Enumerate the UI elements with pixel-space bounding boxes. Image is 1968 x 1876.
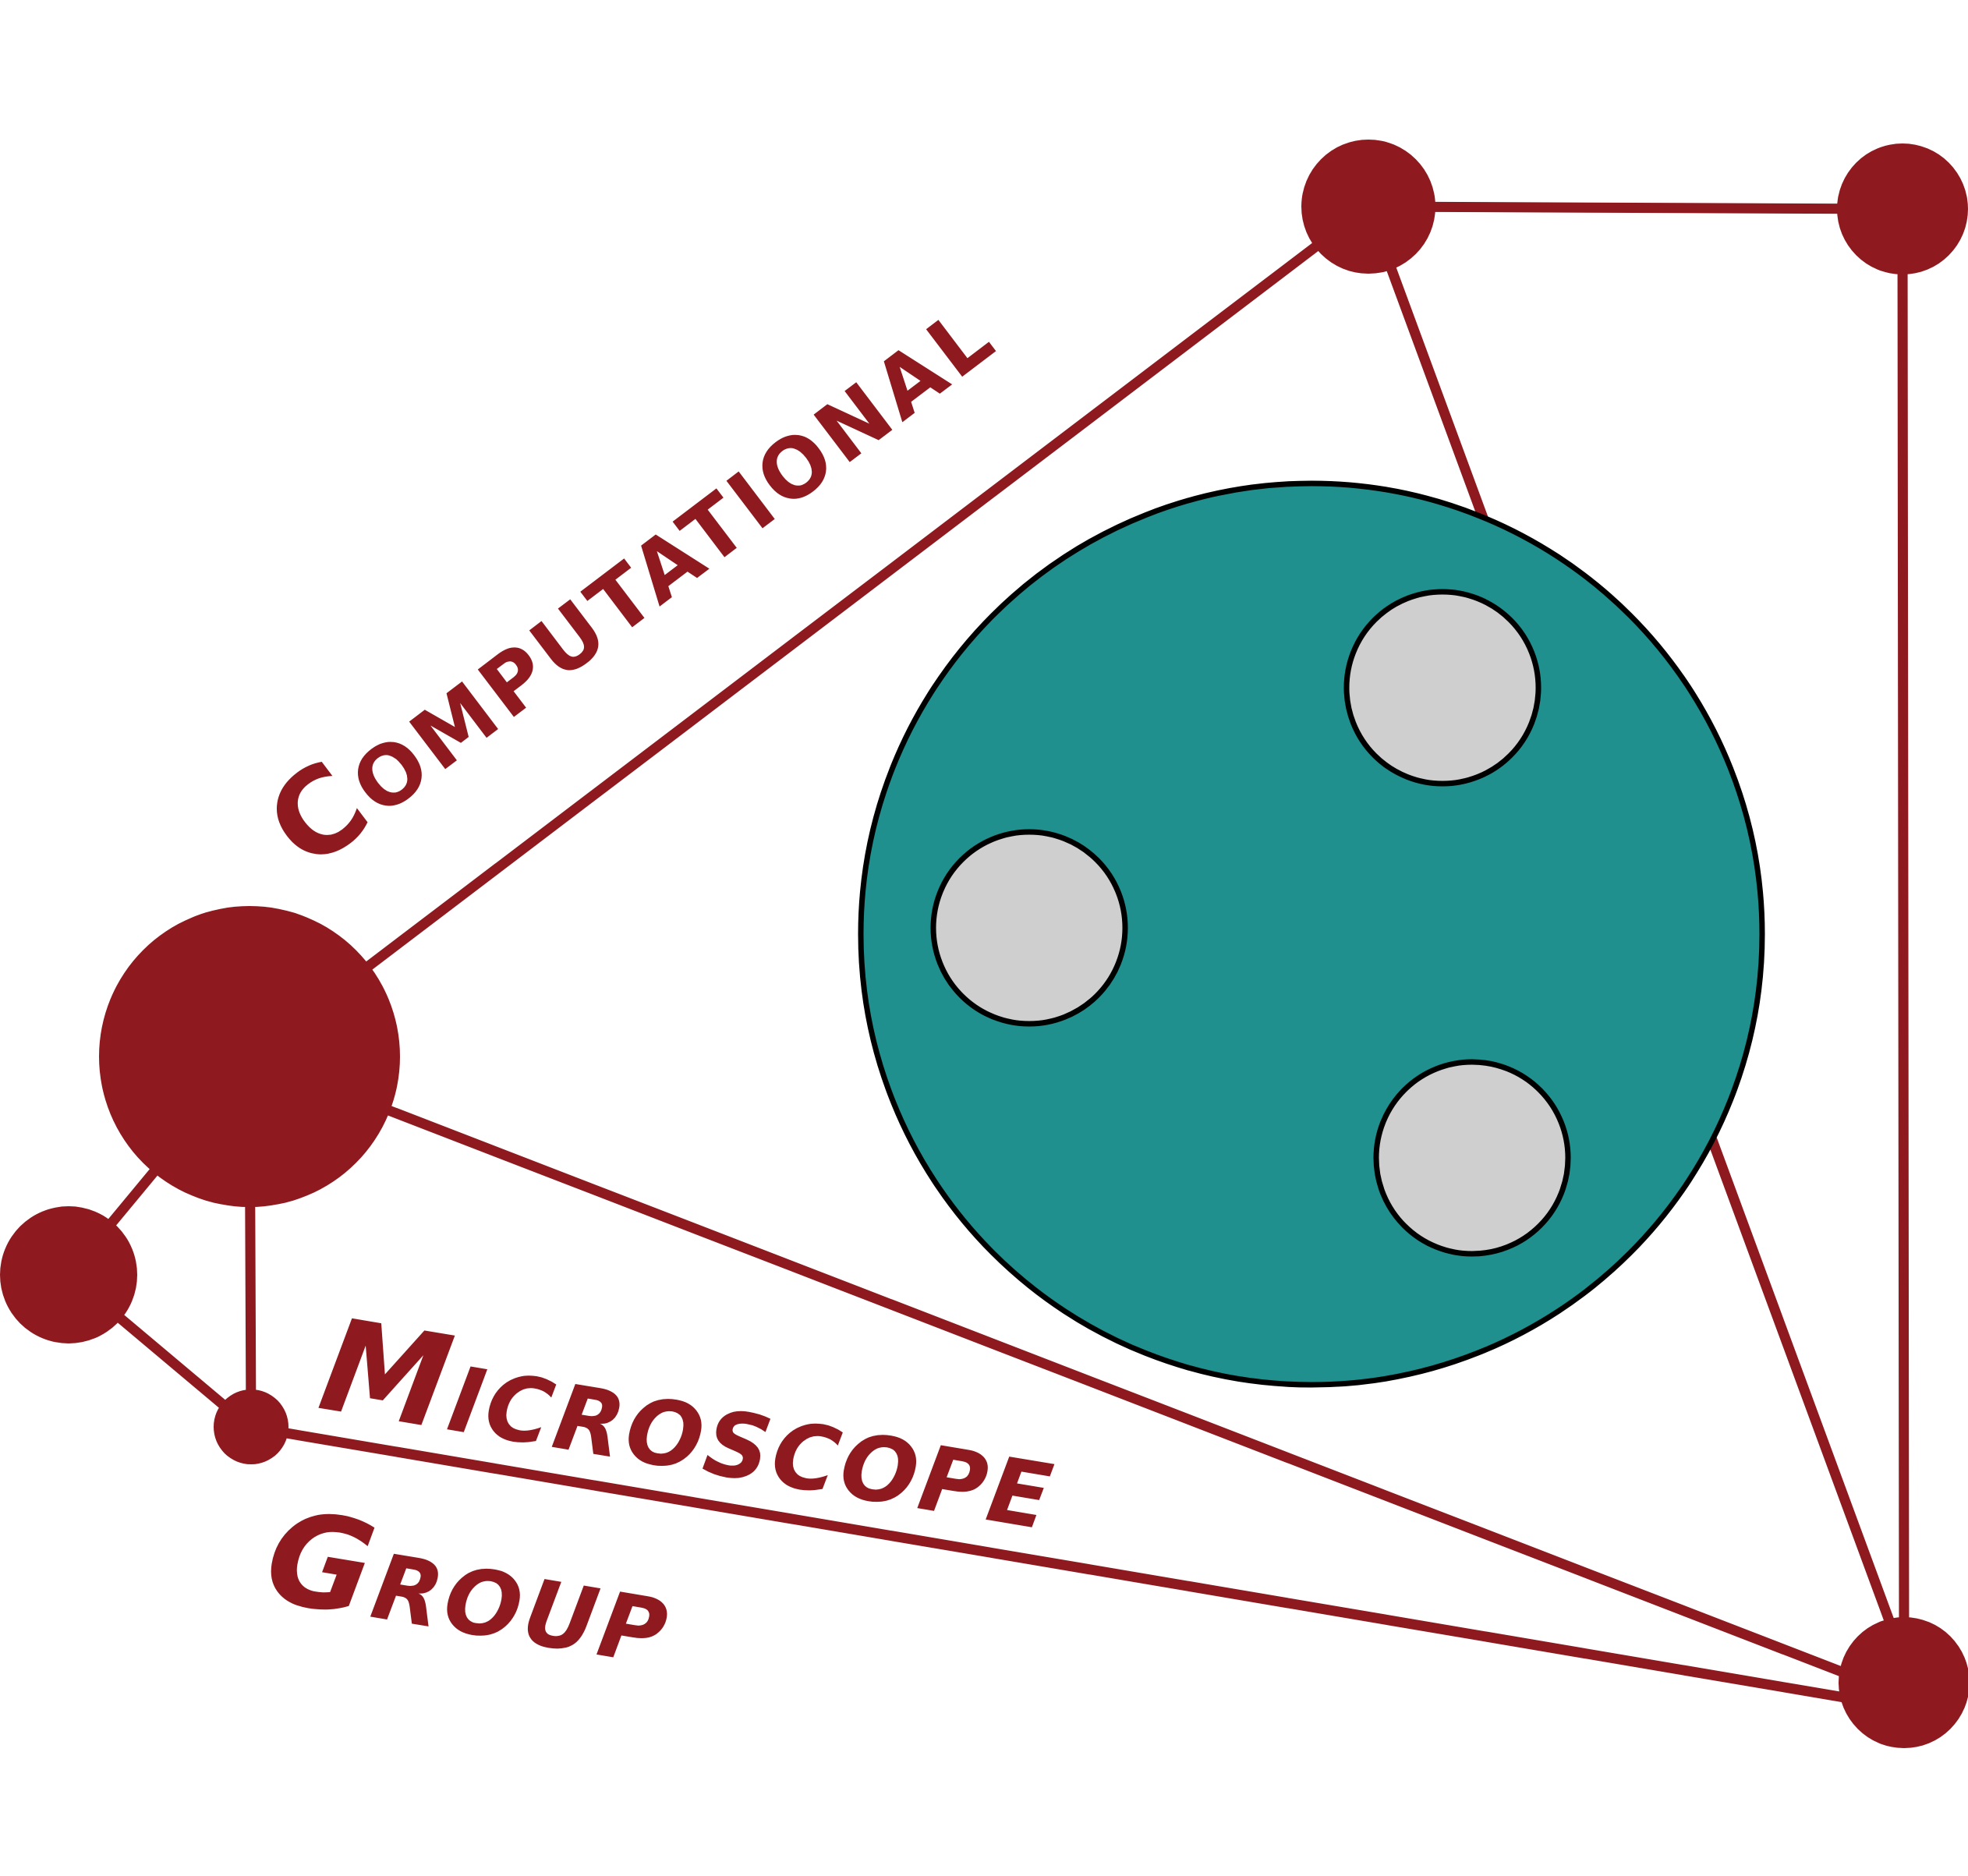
nucleus-top-right xyxy=(1343,589,1541,787)
network-nodes xyxy=(0,140,1968,1748)
nucleus-bottom-right xyxy=(1373,1059,1571,1257)
edge-hub-to-top-node xyxy=(244,201,1374,1062)
node-left xyxy=(0,1206,137,1343)
edge-hub-to-bottom-right xyxy=(244,1051,1910,1701)
node-hub xyxy=(99,906,400,1207)
node-bottom-right xyxy=(1839,1617,1968,1748)
edge-top-right-to-bottom-right xyxy=(1897,204,1910,1666)
cell-icon xyxy=(858,480,1765,1388)
node-small xyxy=(214,1389,288,1464)
nucleus-left xyxy=(930,829,1128,1027)
node-top xyxy=(1301,140,1435,274)
network-edges xyxy=(63,201,1910,1713)
edge-top-to-top-right xyxy=(1363,201,1908,214)
node-top-right xyxy=(1837,143,1968,274)
wordmark-group: Group xyxy=(257,1481,683,1696)
edge-small-to-bottom-right xyxy=(244,1421,1910,1713)
